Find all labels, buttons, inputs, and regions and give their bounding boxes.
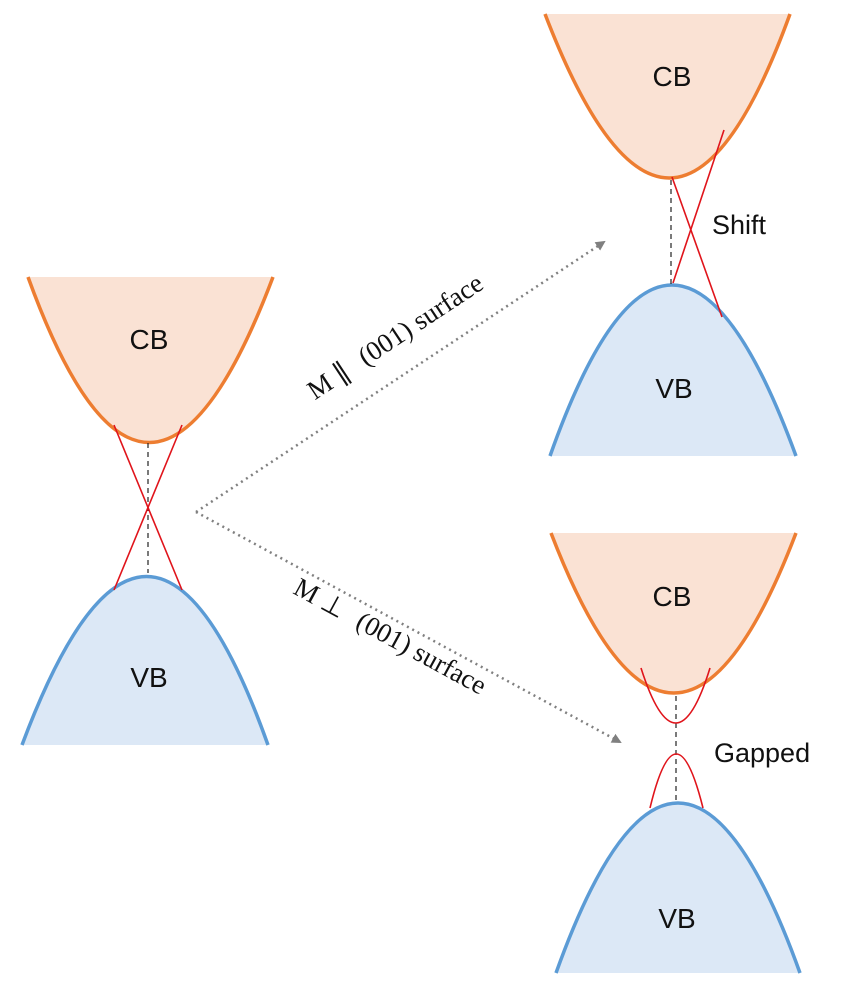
top-right-surface-state-a: [671, 176, 723, 318]
top-right-panel: CB VB Shift: [543, 13, 798, 457]
bottom-right-cb-label: CB: [653, 581, 692, 612]
top-right-cb-label: CB: [653, 61, 692, 92]
bottom-right-upper-gapped-state: [640, 667, 711, 724]
top-right-vb-label: VB: [655, 373, 692, 404]
left-panel: CB VB: [20, 276, 275, 746]
arrow-perpendicular-label: M ⊥ (001) surface: [289, 572, 492, 701]
arrow-parallel-label: M ∥ (001) surface: [302, 268, 489, 406]
bottom-right-valence-band-edge: [554, 801, 802, 974]
top-right-surface-state-b: [672, 129, 725, 284]
shift-label: Shift: [712, 210, 767, 240]
perpendicular-text: (001) surface: [351, 606, 491, 701]
parallel-text: (001) surface: [352, 268, 488, 372]
left-cb-label: CB: [130, 324, 169, 355]
bottom-right-conduction-band-edge: [549, 532, 798, 695]
perpendicular-symbol: M ⊥: [289, 572, 351, 624]
gapped-label: Gapped: [714, 738, 810, 768]
arrows: M ∥ (001) surface M ⊥ (001) surface: [195, 240, 622, 744]
bottom-right-lower-gapped-state: [649, 753, 704, 809]
bottom-right-panel: CB VB Gapped: [549, 532, 810, 974]
bottom-right-vb-label: VB: [658, 903, 695, 934]
left-surface-state-b: [113, 424, 183, 591]
left-conduction-band-edge: [26, 276, 275, 445]
top-right-valence-band-edge: [548, 283, 798, 457]
parallel-symbol: M ∥: [302, 356, 355, 405]
left-valence-band-edge: [20, 574, 270, 746]
arrow-perpendicular: [195, 510, 622, 744]
top-right-conduction-band-edge: [543, 13, 792, 180]
left-vb-label: VB: [130, 662, 167, 693]
